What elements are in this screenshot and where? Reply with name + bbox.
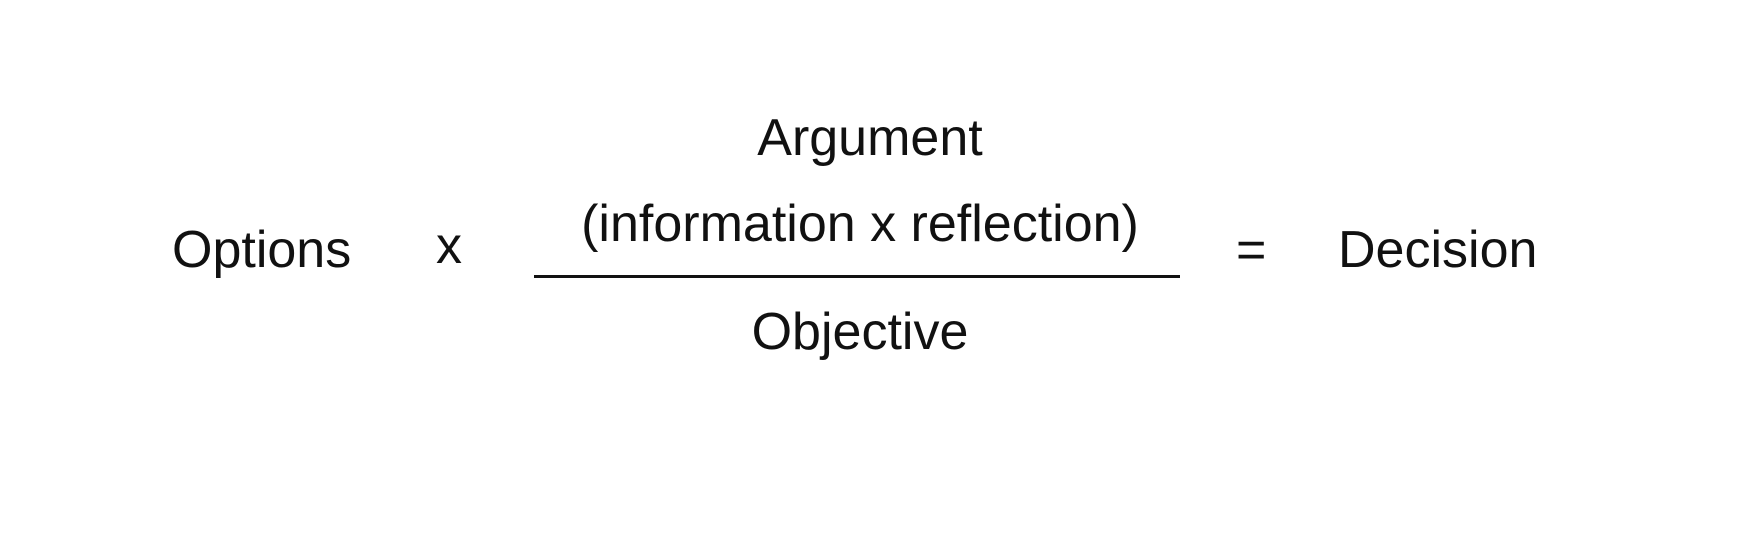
equals-operator: = <box>1236 221 1267 279</box>
fraction-bar <box>534 275 1180 278</box>
numerator-information-reflection: (information x reflection) <box>581 195 1139 253</box>
numerator-argument: Argument <box>757 109 983 167</box>
options-term: Options <box>172 221 352 279</box>
denominator-objective: Objective <box>751 303 969 361</box>
decision-term: Decision <box>1338 221 1538 279</box>
multiply-operator: x <box>436 217 462 275</box>
fraction: Argument (information x reflection) Obje… <box>530 100 1190 370</box>
